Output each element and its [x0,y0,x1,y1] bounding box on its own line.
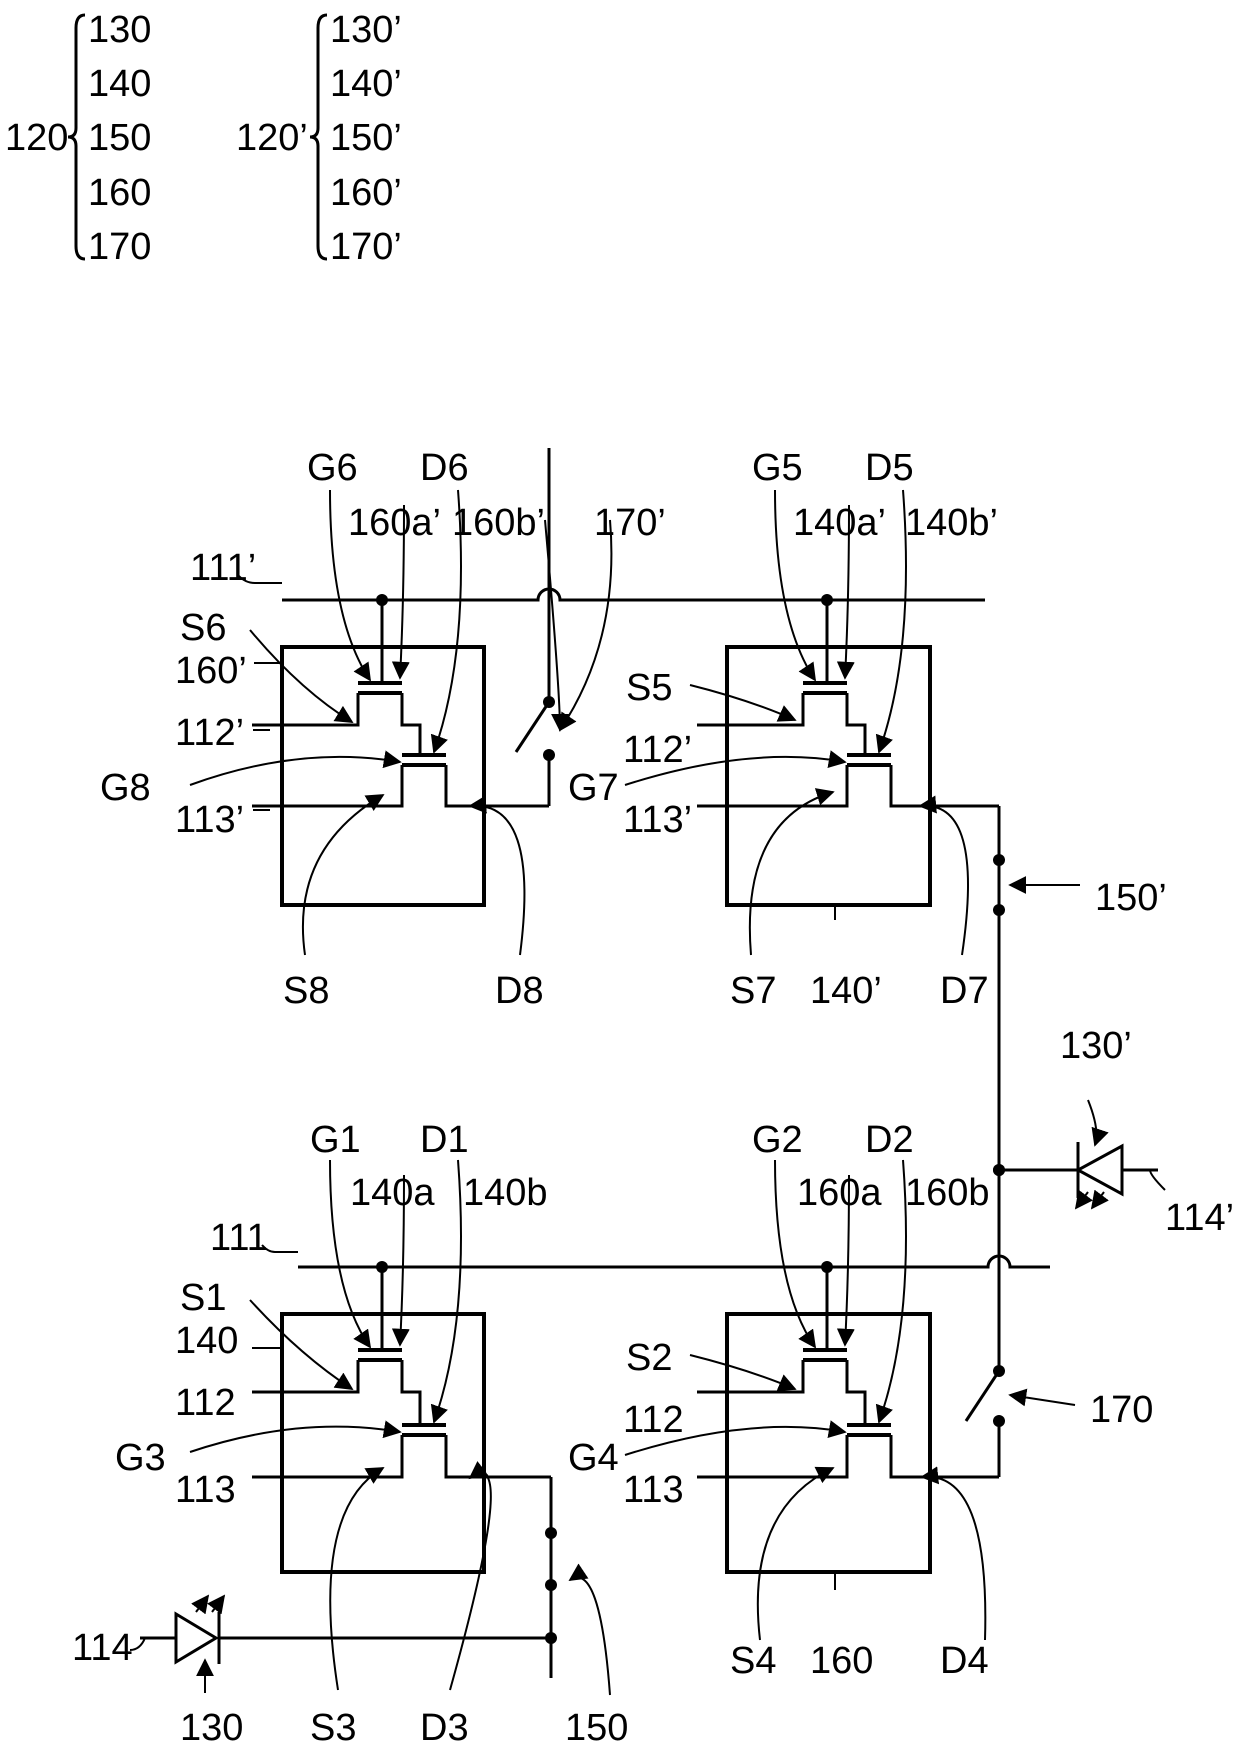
label-G5: G5 [752,447,803,489]
legend-a-item: 140 [88,63,151,105]
legend-a-label: 120 [5,117,68,159]
label-113-prime-b: 113’ [623,799,692,841]
label-160a: 160a [797,1172,882,1214]
label-S5: S5 [626,667,672,709]
legend-b-item: 160’ [330,172,402,214]
labels: G6 D6 160a’ 160b’ 170’ 111’ S6 160’ 112’… [72,447,1234,1746]
label-140b: 140b [463,1172,548,1214]
label-D1: D1 [420,1119,469,1161]
label-111-prime: 111’ [190,547,256,589]
legend-a-brace [68,15,85,259]
label-D4: D4 [940,1640,989,1682]
label-160: 160 [810,1640,873,1682]
label-G1: G1 [310,1119,361,1161]
label-D8: D8 [495,970,544,1012]
label-D5: D5 [865,447,914,489]
label-140a-prime: 140a’ [793,502,886,544]
legend-b-item: 150’ [330,117,402,159]
label-G2: G2 [752,1119,803,1161]
label-113-prime-a: 113’ [175,799,244,841]
cell-140 [252,1261,484,1572]
label-G4: G4 [568,1437,619,1479]
label-G8: G8 [100,767,151,809]
label-113-b: 113 [623,1469,684,1511]
legend-b-brace [310,15,327,259]
label-D3: D3 [420,1707,469,1746]
label-170-prime: 170’ [594,502,666,544]
label-170: 170 [1090,1389,1153,1431]
label-D6: D6 [420,447,469,489]
cell-140-prime [697,594,930,905]
label-G7: G7 [568,767,619,809]
label-S1: S1 [180,1277,226,1319]
label-G6: G6 [307,447,358,489]
diode-130-prime [993,1142,1158,1208]
label-S2: S2 [626,1337,672,1379]
label-150-prime: 150’ [1095,877,1167,919]
label-112-b: 112 [623,1399,684,1441]
label-S7: S7 [730,970,776,1012]
cell-160 [697,1261,930,1572]
label-160-prime: 160’ [175,650,247,692]
label-160b-prime: 160b’ [452,502,545,544]
label-S4: S4 [730,1640,776,1682]
label-140: 140 [175,1320,238,1362]
label-113-a: 113 [175,1469,236,1511]
legend-a-item: 160 [88,172,151,214]
legend-a-item: 170 [88,226,151,268]
label-112-prime-b: 112’ [623,729,692,771]
legend-a-item: 130 [88,9,151,51]
legend-b-item: 170’ [330,226,402,268]
label-140b-prime: 140b’ [905,502,998,544]
legend-b-label: 120’ [236,117,308,159]
label-140-prime: 140’ [810,970,882,1012]
legend-b-item: 130’ [330,9,402,51]
legend-group-b: 120’ 130’ 140’ 150’ 160’ 170’ [236,9,402,268]
bottom-row-wiring [220,1255,1050,1678]
label-D2: D2 [865,1119,914,1161]
label-112-a: 112 [175,1382,236,1424]
label-150: 150 [565,1707,628,1746]
label-130-prime: 130’ [1060,1025,1132,1067]
legend-b-item: 140’ [330,63,402,105]
label-G3: G3 [115,1437,166,1479]
diode-130 [140,1596,224,1664]
cell-160-prime [252,594,484,905]
label-S3: S3 [310,1707,356,1746]
label-160a-prime: 160a’ [348,502,441,544]
label-130: 130 [180,1707,243,1746]
label-112-prime-a: 112’ [175,712,244,754]
label-S6: S6 [180,607,226,649]
label-114: 114 [72,1627,133,1669]
label-D7: D7 [940,970,989,1012]
label-140a: 140a [350,1172,435,1214]
legend-a-item: 150 [88,117,151,159]
label-160b: 160b [905,1172,990,1214]
label-S8: S8 [283,970,329,1012]
legend-group-a: 120 130 140 150 160 170 [5,9,151,268]
label-114-prime: 114’ [1165,1197,1234,1239]
label-111: 111 [210,1217,268,1259]
